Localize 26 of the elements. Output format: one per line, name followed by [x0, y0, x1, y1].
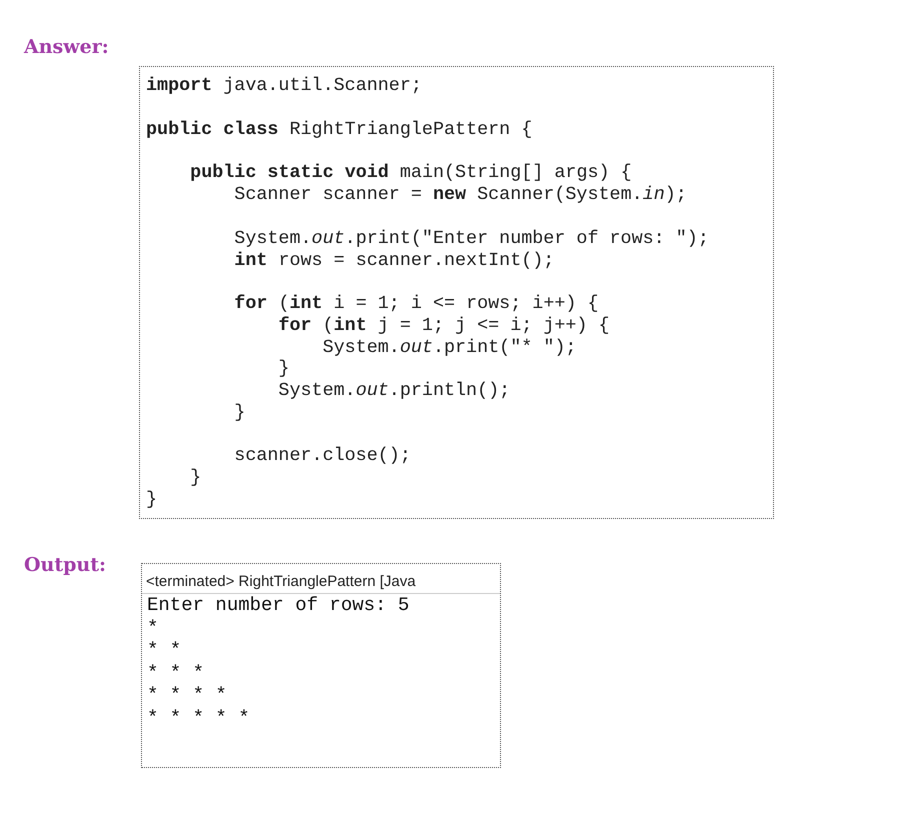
code-line: Scanner scanner = new Scanner(System.in); [233, 184, 688, 206]
console-line: * * [146, 639, 182, 662]
code-line: public class RightTrianglePattern { [146, 118, 534, 140]
code-line: for (int i = 1; i <= rows; i++) { [233, 293, 600, 315]
code-line: System.out.print("* "); [322, 336, 578, 358]
code-line: int rows = scanner.nextInt(); [233, 250, 556, 272]
code-panel [139, 66, 774, 519]
console-line: * * * * * [146, 706, 251, 729]
code-line: } [146, 488, 158, 511]
console-line: Enter number of rows: 5 [146, 594, 410, 616]
code-line: scanner.close(); [233, 445, 412, 468]
console-header: <terminated> RightTrianglePattern [Java [142, 564, 500, 594]
console-panel [141, 563, 501, 768]
console-line: * [146, 616, 160, 639]
section-heading: Output: [24, 554, 106, 576]
code-line: } [233, 402, 246, 424]
code-line: } [277, 358, 290, 380]
section-heading: Answer: [24, 36, 109, 58]
console-line: * * * [146, 662, 206, 684]
code-line: for (int j = 1; j <= i; j++) { [277, 314, 611, 337]
code-line: } [189, 467, 202, 489]
code-line: import java.util.Scanner; [146, 75, 423, 97]
console-line: * * * * [146, 684, 228, 706]
code-line: System.out.println(); [277, 380, 512, 402]
code-line: public static void main(String[] args) { [189, 162, 633, 184]
code-line: System.out.print("Enter number of rows: "); [233, 228, 710, 250]
